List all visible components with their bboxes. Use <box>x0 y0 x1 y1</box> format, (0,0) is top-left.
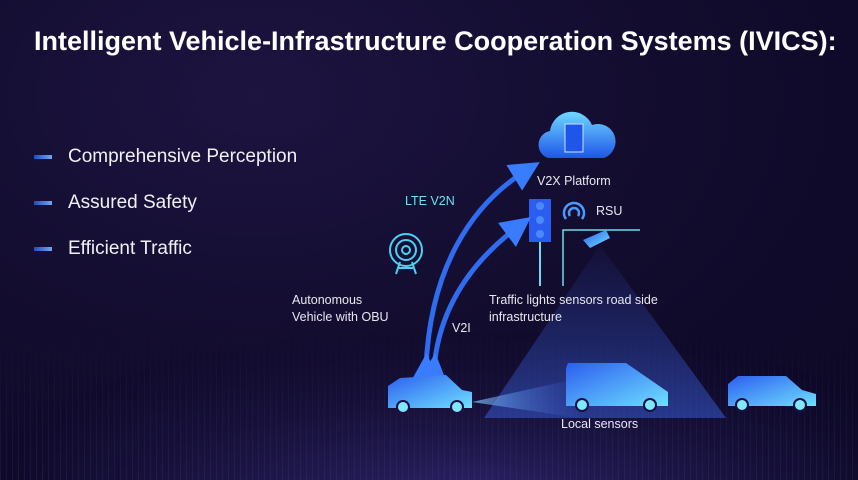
v2x-platform-label: V2X Platform <box>537 174 611 188</box>
v2i-arrow <box>417 217 532 385</box>
bullet-list: Comprehensive Perception Assured Safety … <box>34 134 297 272</box>
bullet-dash-icon <box>34 247 52 251</box>
autonomous-vehicle-icon <box>388 375 472 414</box>
lte-v2n-label: LTE V2N <box>405 194 455 208</box>
car-right-icon <box>728 376 816 412</box>
bullet-dash-icon <box>34 155 52 159</box>
rsu-signal-icon <box>562 201 586 220</box>
roadside-camera-icon <box>562 229 640 286</box>
traffic-light-icon <box>529 199 551 286</box>
local-sensors-label: Local sensors <box>561 417 639 431</box>
bullet-item: Assured Safety <box>34 180 297 226</box>
bullet-text: Efficient Traffic <box>68 238 192 259</box>
bullet-text: Assured Safety <box>68 192 197 213</box>
bullet-item: Comprehensive Perception <box>34 134 297 180</box>
cloud-platform-icon <box>538 111 616 158</box>
v2i-label: V2I <box>452 321 471 335</box>
camera-sensor-cone <box>484 245 726 418</box>
bullet-item: Efficient Traffic <box>34 226 297 272</box>
bullet-dash-icon <box>34 201 52 205</box>
page-title: Intelligent Vehicle-Infrastructure Coope… <box>34 26 837 56</box>
van-icon <box>566 363 668 412</box>
bullet-text: Comprehensive Perception <box>68 146 298 167</box>
local-sensor-beam <box>472 378 580 418</box>
infrastructure-label: Traffic lights sensors road side infrast… <box>489 293 658 324</box>
obu-antenna-icon <box>389 233 423 275</box>
obu-vehicle-label: Autonomous Vehicle with OBU <box>292 293 389 324</box>
rsu-label: RSU <box>596 204 623 218</box>
